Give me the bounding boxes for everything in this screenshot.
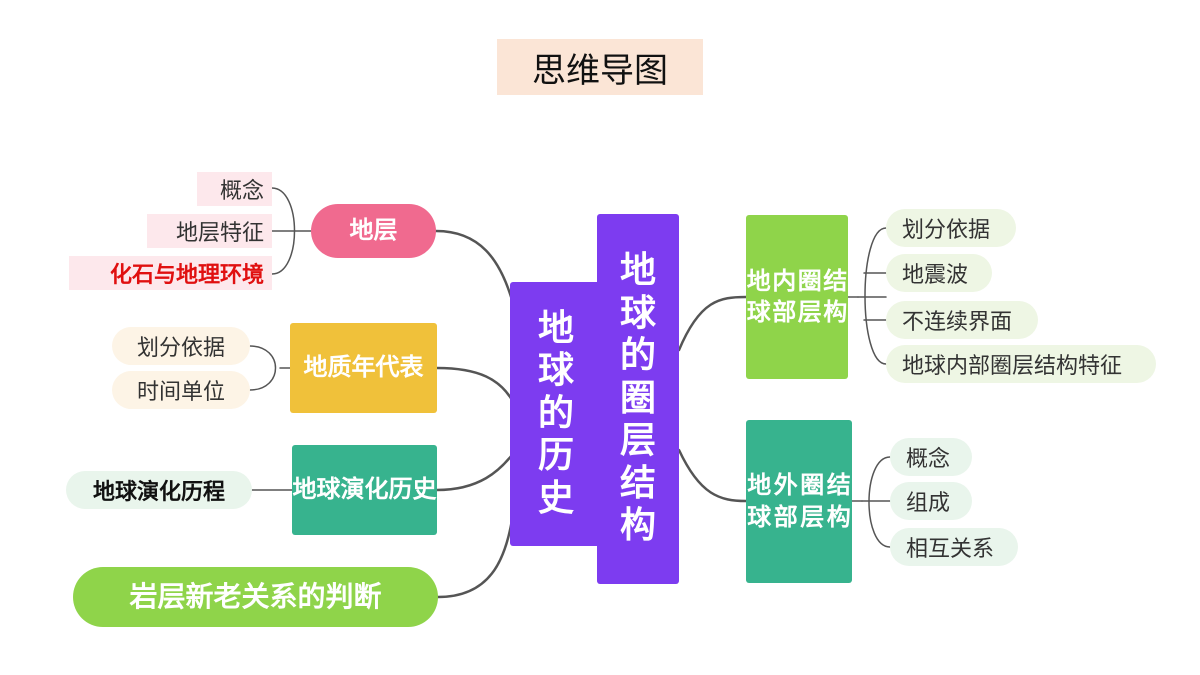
center-right-char: 圈 — [619, 377, 656, 419]
leaf-neibu-discontinuity[interactable]: 不连续界面 — [886, 301, 1038, 339]
leaf-dic-features[interactable]: 地层特征 — [147, 214, 272, 248]
node-yanhua[interactable]: 地球演 化历史 — [292, 445, 437, 535]
node-waibu[interactable]: 地球 外部 圈层 结构 — [746, 420, 852, 583]
leaf-dizhi-basis[interactable]: 划分依据 — [112, 327, 250, 365]
node-waibu-line: 结构 — [826, 471, 851, 531]
node-waibu-line: 外部 — [773, 471, 798, 531]
leaf-waibu-composition[interactable]: 组成 — [890, 482, 972, 520]
page-title: 思维导图 — [497, 39, 703, 95]
center-left-char: 史 — [537, 477, 574, 519]
connector-dizhi — [435, 366, 514, 402]
leaf-waibu-relations[interactable]: 相互关系 — [890, 528, 1018, 566]
node-dizhi-line: 代表 — [375, 353, 424, 382]
leaf-dizhi-units[interactable]: 时间单位 — [112, 371, 250, 409]
connector-neibu — [677, 295, 748, 352]
bracket-dizhi — [249, 345, 277, 391]
center-node-history[interactable]: 地 球 的 历 史 — [510, 282, 602, 546]
node-waibu-line: 圈层 — [800, 471, 825, 531]
center-right-char: 球 — [619, 292, 656, 334]
center-left-char: 地 — [537, 307, 574, 349]
node-dizhi-line: 地质年 — [303, 353, 376, 382]
center-left-char: 的 — [537, 392, 574, 434]
leaf-neibu-basis[interactable]: 划分依据 — [886, 209, 1016, 247]
leaf-neibu-features[interactable]: 地球内部圈层结构特征 — [886, 345, 1156, 383]
node-neibu-line: 圈层 — [797, 266, 822, 326]
node-yanhua-line: 地球演 — [292, 475, 365, 504]
leaf-waibu-concept[interactable]: 概念 — [890, 438, 972, 476]
connector-yanceng — [436, 518, 514, 599]
center-left-char: 历 — [537, 435, 574, 477]
node-dic[interactable]: 地层 — [311, 204, 436, 258]
node-dizhi[interactable]: 地质年 代表 — [290, 323, 437, 413]
center-right-char: 的 — [619, 335, 656, 377]
connector-yanhua — [435, 453, 514, 492]
center-right-char: 地 — [619, 250, 656, 292]
connector-waibu — [677, 448, 748, 503]
leaf-dic-concept[interactable]: 概念 — [197, 172, 272, 206]
connector-dic — [434, 229, 514, 302]
node-yanceng[interactable]: 岩层新老关系的判断 — [73, 567, 438, 627]
node-neibu-line: 结构 — [823, 266, 848, 326]
leaf-neibu-seismic[interactable]: 地震波 — [886, 254, 992, 292]
node-neibu-line: 地球 — [746, 266, 771, 326]
center-right-char: 构 — [619, 505, 656, 547]
node-yanhua-line: 化历史 — [364, 475, 437, 504]
leaf-yanhua-process[interactable]: 地球演化历程 — [66, 471, 252, 509]
node-neibu-line: 内部 — [772, 266, 797, 326]
center-node-structure[interactable]: 地 球 的 圈 层 结 构 — [597, 214, 679, 584]
node-neibu[interactable]: 地球 内部 圈层 结构 — [746, 215, 848, 379]
center-right-char: 层 — [619, 420, 656, 462]
center-left-char: 球 — [537, 350, 574, 392]
leaf-dic-fossil[interactable]: 化石与地理环境 — [69, 256, 272, 290]
center-right-char: 结 — [619, 462, 656, 504]
node-waibu-line: 地球 — [747, 471, 772, 531]
